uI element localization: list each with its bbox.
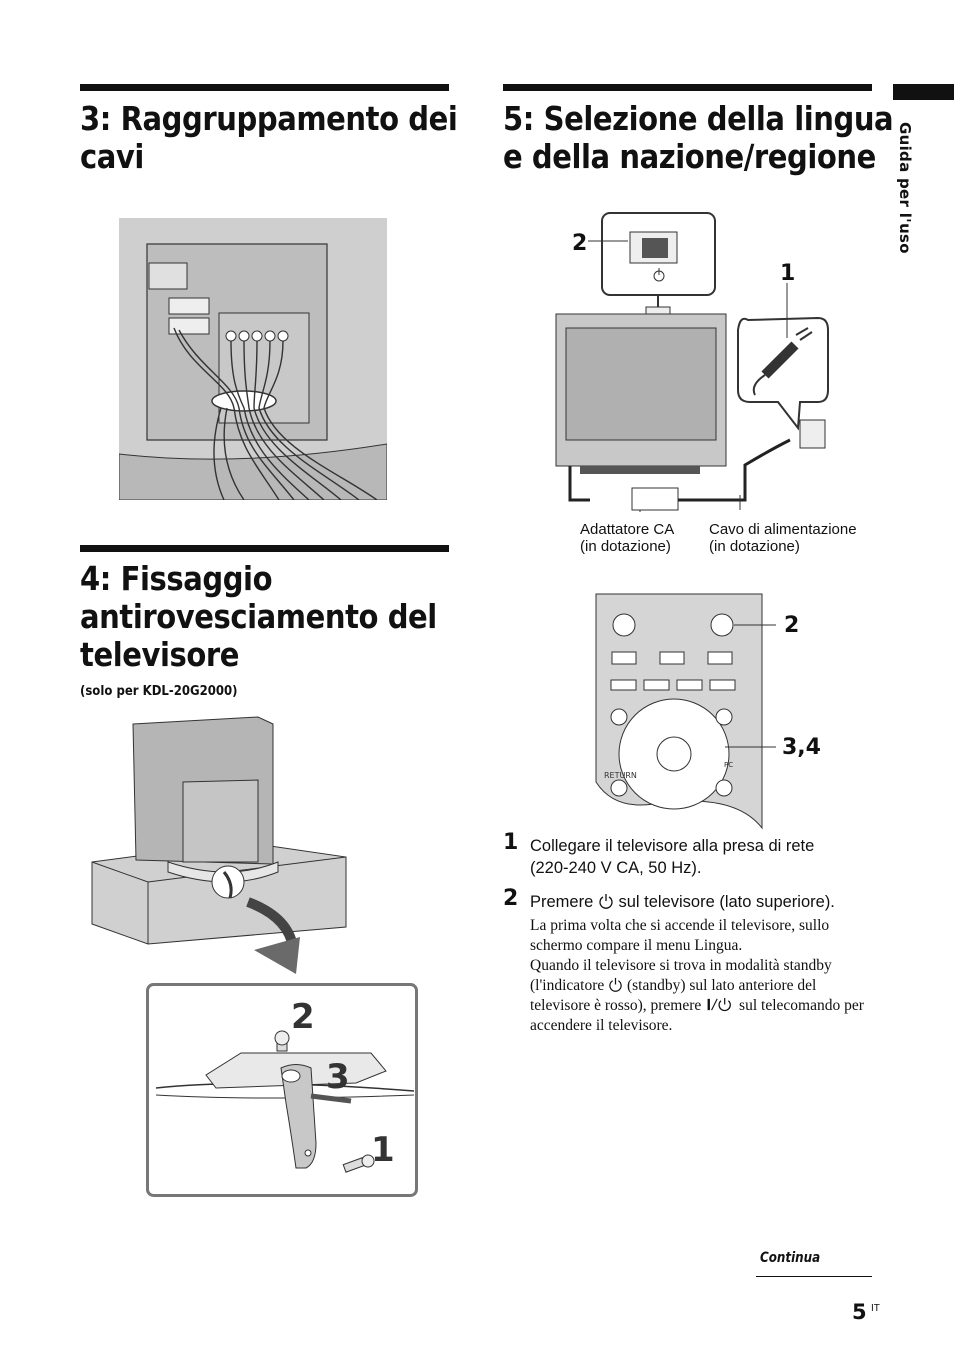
fix-label-3: 3	[326, 1057, 350, 1097]
remote-return-label: RETURN	[604, 771, 637, 780]
tv-power-step-label: 2	[572, 231, 587, 256]
step-2-number: 2	[503, 886, 519, 911]
plug-step-label: 1	[780, 261, 795, 286]
remote-power-step-label: 2	[784, 613, 799, 638]
section-4-model-note: (solo per KDL-20G2000)	[80, 684, 238, 699]
section-4-title: 4: Fissaggio antirovesciamento del telev…	[80, 559, 437, 674]
section-3-rule	[80, 84, 449, 91]
power-icon	[599, 894, 613, 909]
side-tab-label: Guida per l'uso	[896, 122, 914, 254]
power-cable-caption: Cavo di alimentazione (in dotazione)	[709, 521, 857, 555]
page-number: 5	[852, 1300, 867, 1324]
section-5-rule	[503, 84, 872, 91]
tv-power-connection-illustration: 2 1	[555, 212, 829, 512]
remote-nav-step-label: 3,4	[782, 735, 821, 760]
cable-bundling-illustration	[119, 218, 387, 500]
adapter-caption: Adattatore CA (in dotazione)	[580, 521, 675, 555]
section-4-rule	[80, 545, 449, 552]
continua-label: Continua	[760, 1250, 821, 1266]
on-standby-icon	[707, 997, 732, 1012]
fix-label-2: 2	[291, 997, 315, 1037]
section-5-title: 5: Selezione della lingua e della nazion…	[503, 99, 894, 176]
side-tab-marker	[893, 84, 954, 100]
anti-tip-tv-illustration	[91, 716, 347, 974]
standby-icon	[609, 977, 622, 992]
remote-control-illustration: RETURN PC 2 3,4	[595, 593, 821, 830]
remote-pc-label: PC	[724, 761, 733, 769]
step-2-text: Premere sul televisore (lato superiore).	[530, 893, 835, 911]
step-2-description: La prima volta che si accende il televis…	[530, 917, 864, 1034]
page-language: IT	[871, 1303, 880, 1314]
anti-tip-detail-illustration: 2 3 1	[146, 983, 418, 1197]
continua-rule	[756, 1276, 872, 1277]
fix-label-1: 1	[371, 1130, 395, 1170]
section-3-title: 3: Raggruppamento dei cavi	[80, 99, 458, 176]
step-1-text: Collegare il televisore alla presa di re…	[530, 837, 815, 877]
step-1-number: 1	[503, 830, 519, 855]
